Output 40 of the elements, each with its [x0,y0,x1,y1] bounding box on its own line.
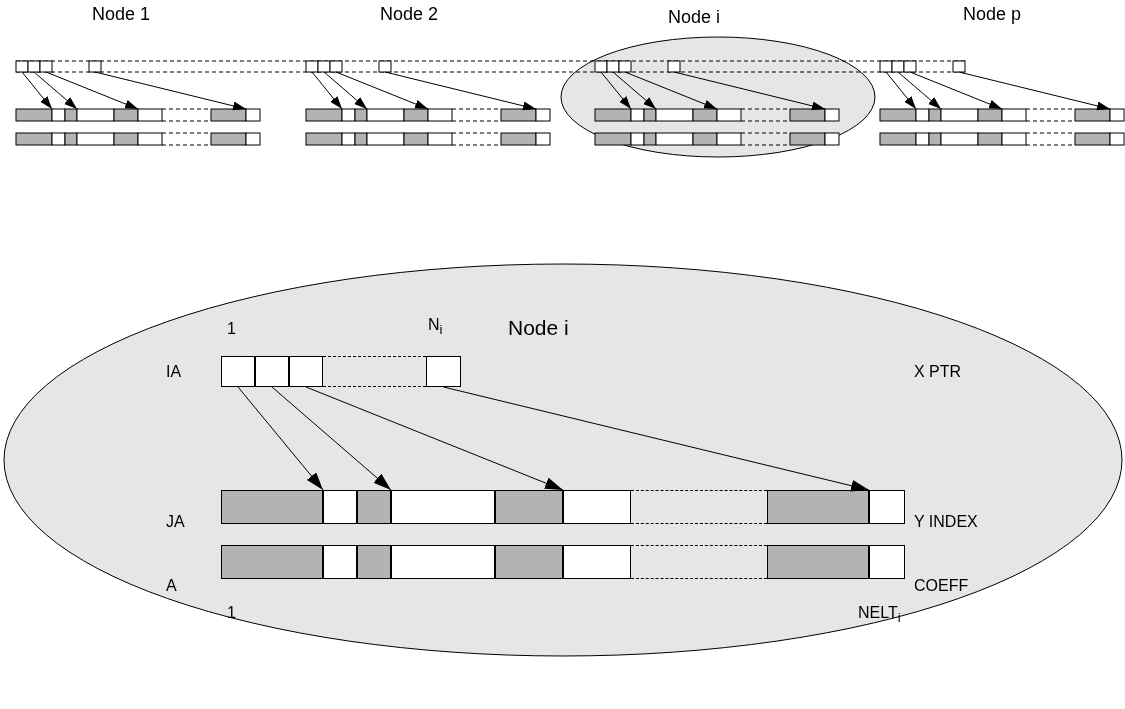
array-description: Y INDEX [914,513,978,531]
pointer-arrow [305,386,564,491]
index-label: N$_{i}$ [428,316,443,338]
array-cell [563,490,631,524]
array-cell [221,490,323,524]
pointer-arrow [443,386,870,492]
array-cell [495,545,563,579]
array-cell [357,490,391,524]
node-heading: Node i [668,7,721,28]
array-name: A [166,577,177,595]
array-cell [426,356,461,387]
array-cell [767,545,869,579]
array-cell [323,490,357,524]
array-cell [391,490,495,524]
array-cell [495,490,563,524]
index-label: NELT$_{i}$ [858,604,901,626]
node-ellipse [3,263,1123,657]
array-cell [289,356,323,387]
node-heading: Node 2 [380,5,439,25]
array-cell [255,356,289,387]
array-description: COEFF [914,577,969,595]
node-title: Node i [508,316,569,340]
array-cell [221,356,255,387]
array-cell [869,490,905,524]
array-cell [323,545,357,579]
array-cell [391,545,495,579]
pointer-arrow [237,386,324,491]
node-heading: Node 1 [92,5,151,25]
array-name: IA [166,363,182,381]
node-heading: Node p [963,5,1022,25]
index-label: 1 [227,604,236,622]
index-label: 1 [227,320,236,338]
array-cell [357,545,391,579]
array-description: X PTR [914,363,962,381]
array-name: JA [166,513,185,531]
array-cell [221,545,323,579]
array-cell [767,490,869,524]
array-cell [563,545,631,579]
array-cell [869,545,905,579]
pointer-arrow [271,386,392,491]
